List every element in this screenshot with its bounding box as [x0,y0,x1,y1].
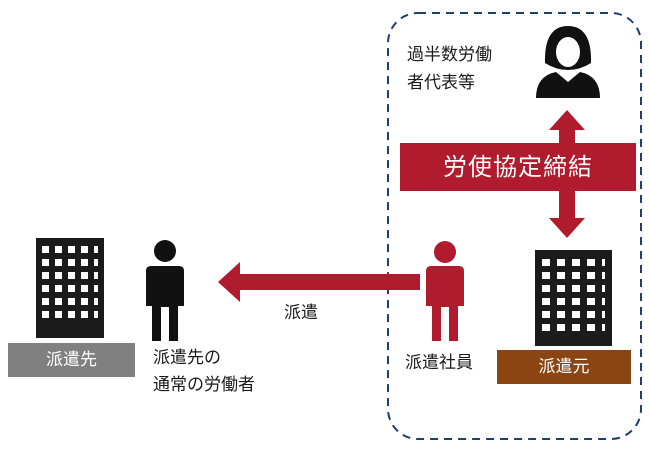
dispatch-label: 派遣 [284,303,318,323]
host-worker-label-line2: 通常の労働者 [153,375,255,395]
representative-label: 過半数労働 者代表等 [407,41,492,97]
person-icon [146,240,184,341]
host-worker-label: 派遣先の 通常の労働者 [153,345,255,399]
agreement-banner [400,143,636,191]
host-worker-label-line1: 派遣先の [153,348,221,368]
representative-label-line1: 過半数労働 [407,45,492,65]
origin-company-label: 派遣元 [538,357,590,377]
dispatch-arrow [218,262,420,302]
agreement-label: 労使協定締結 [443,153,593,181]
office-building-icon [36,238,104,338]
representative-label-line2: 者代表等 [407,73,475,93]
dispatch-agency-boundary [387,12,642,440]
dispatched-employee-label: 派遣社員 [405,353,473,373]
businesswoman-icon [536,26,600,98]
person-icon [426,241,464,341]
host-company-label: 派遣先 [46,350,97,370]
origin-company-box [497,350,631,384]
office-building-icon [535,250,612,346]
host-company-box [8,343,135,377]
